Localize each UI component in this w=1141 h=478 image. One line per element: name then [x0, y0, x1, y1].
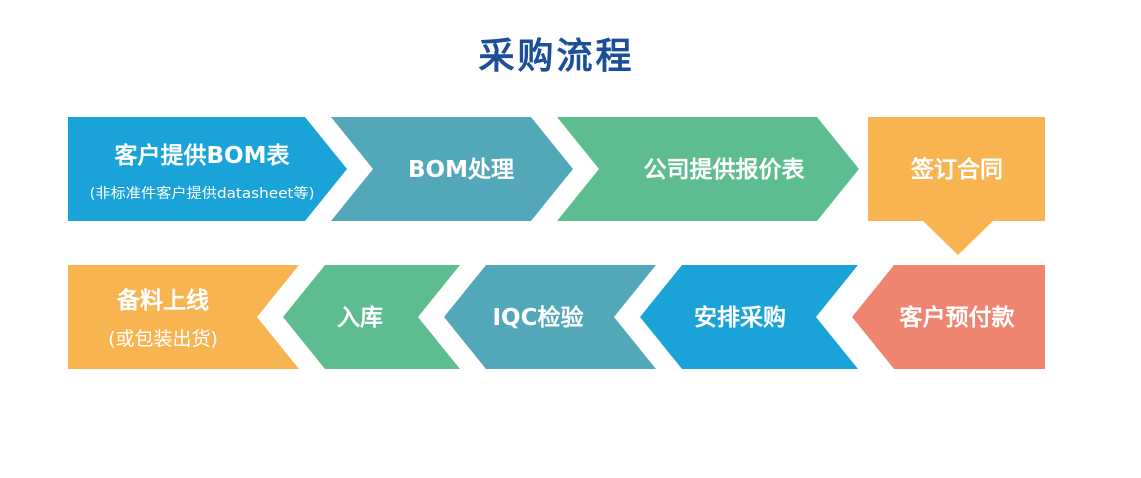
step-8-shape — [283, 265, 460, 369]
step-9-shape — [68, 265, 299, 369]
step-4-shape — [868, 117, 1045, 255]
step-3-shape — [557, 117, 859, 221]
step-9-sublabel: (或包装出货) — [108, 328, 218, 350]
step-3-label: 公司提供报价表 — [644, 156, 806, 183]
step-7-label: IQC检验 — [493, 304, 584, 331]
step-5-label: 客户预付款 — [900, 304, 1016, 331]
step-8-label: 入库 — [337, 305, 383, 331]
step-1-shape — [68, 117, 347, 221]
step-1-label: 客户提供BOM表 — [115, 142, 291, 169]
step-9-label: 备料上线 — [116, 287, 209, 314]
step-6-label: 安排采购 — [694, 304, 786, 331]
step-5-shape — [852, 265, 1045, 369]
step-1-sublabel: (非标准件客户提供datasheet等) — [90, 185, 315, 202]
step-4-label: 签订合同 — [910, 156, 1003, 183]
page-title: 采购流程 — [478, 36, 635, 77]
step-2-label: BOM处理 — [408, 157, 514, 183]
step-6-shape — [640, 265, 858, 369]
step-2-shape — [331, 117, 573, 221]
step-7-shape — [444, 265, 656, 369]
